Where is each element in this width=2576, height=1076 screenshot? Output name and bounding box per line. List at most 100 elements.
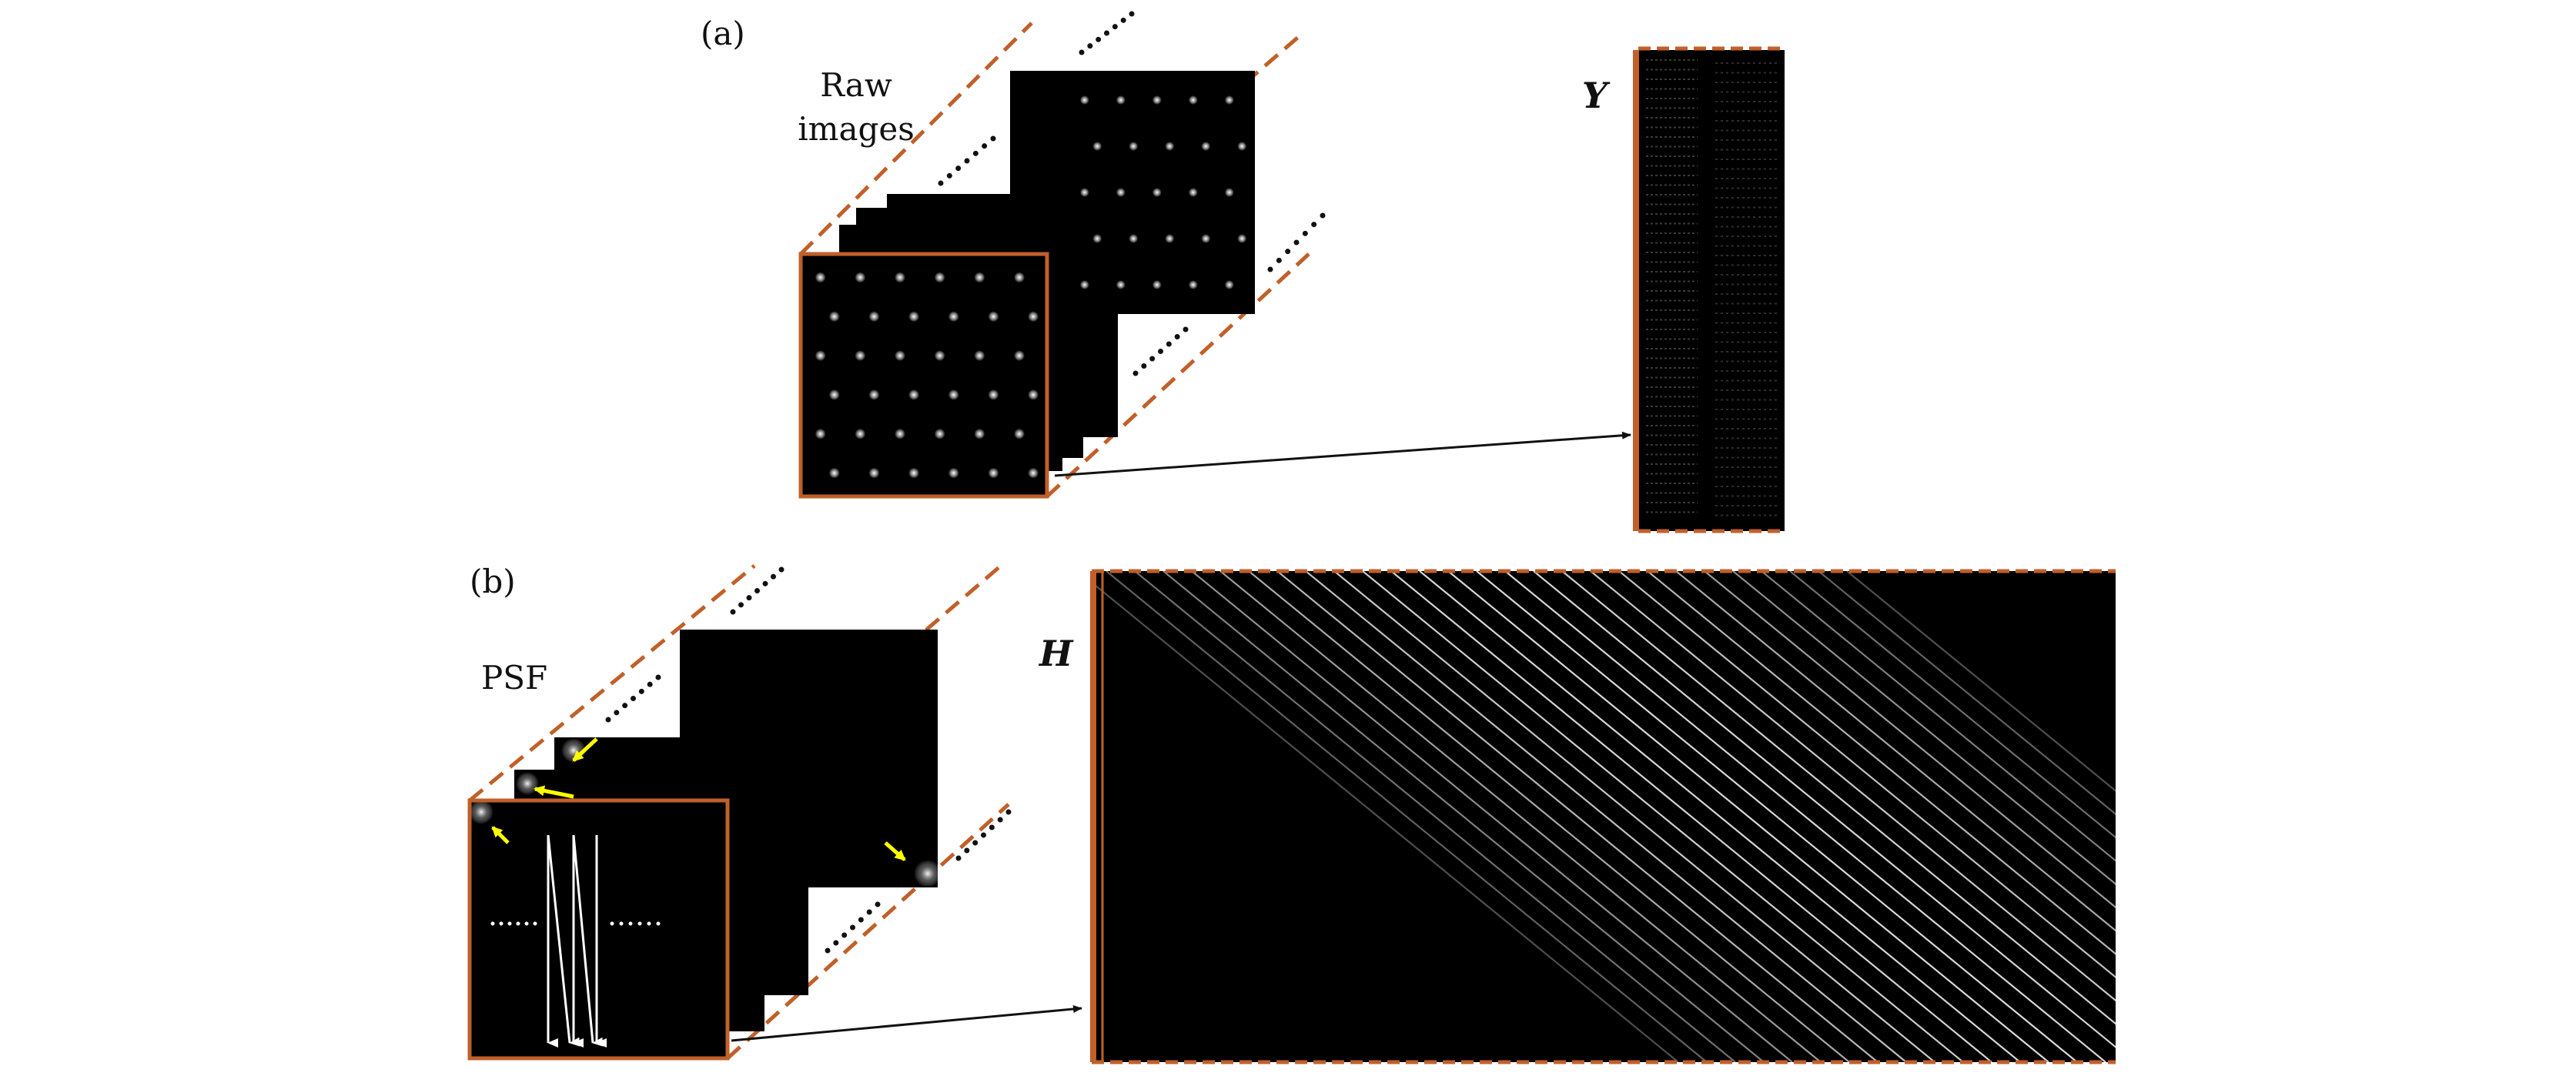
h-diagonal-stripe [1704, 571, 2116, 909]
h-diagonal-stripe [1447, 571, 2049, 1062]
ellipsis-dot [1087, 43, 1093, 49]
h-matrix [1092, 571, 2116, 1062]
raw-image-spot [1165, 142, 1175, 151]
h-diagonal-stripe [1675, 571, 2116, 932]
raw-image-spot [1116, 280, 1126, 289]
raw-image-spot [895, 272, 905, 283]
ellipsis-dot [866, 909, 872, 915]
ellipsis-dot [964, 158, 970, 164]
raw-image-back-spots [1079, 95, 1247, 289]
raw-image-spot [1014, 428, 1025, 439]
psf-caption: PSF [481, 659, 547, 697]
panel-a: (a) Raw images Y [701, 11, 1785, 533]
ellipsis-dot [1149, 356, 1156, 362]
ellipsis-dot [738, 602, 744, 608]
raw-image-spot [1224, 188, 1234, 197]
raw-image-spot [1188, 188, 1198, 197]
scan-arrows [547, 834, 607, 1048]
ellipsis-dot [946, 172, 952, 179]
h-diagonal-stripe [1789, 571, 2116, 839]
h-diagonal-stripe [1276, 571, 1878, 1062]
raw-image-spot [988, 467, 999, 479]
ellipsis-dot [1311, 222, 1317, 228]
raw-image-spot [1079, 188, 1089, 197]
raw-image-spot [934, 272, 945, 283]
ellipsis-dot [955, 855, 962, 861]
h-diagonal-stripe [1163, 571, 1765, 1062]
raw-image-spot [828, 467, 840, 479]
raw-image-spot [855, 350, 866, 362]
raw-image-spot [868, 311, 880, 322]
ellipsis-dot [614, 710, 620, 716]
h-diagonal-stripe [1333, 571, 1935, 1062]
ellipsis-dot [605, 717, 611, 723]
panel-a-tag: (a) [701, 15, 745, 52]
scan-ellipsis [490, 921, 661, 926]
raw-image-front-spots [815, 272, 1039, 479]
ellipsis-dot [972, 840, 979, 846]
ellipsis-dot [990, 135, 996, 142]
ellipsis-dot [1120, 17, 1126, 23]
raw-image-spot [1079, 280, 1089, 289]
ellipsis-dot [875, 901, 881, 907]
ellipsis-dot [858, 917, 864, 923]
h-diagonal-stripe [1732, 571, 2116, 885]
ellipsis-dot [938, 180, 944, 186]
ellipsis-dot [850, 924, 855, 931]
raw-image-spot [815, 350, 826, 362]
ellipsis-dot [637, 921, 642, 926]
raw-image-spot [934, 350, 945, 362]
raw-image-spot [948, 467, 959, 479]
raw-image-spot [988, 389, 999, 400]
raw-image-spot [974, 272, 985, 283]
ellipsis-dot [1302, 230, 1308, 236]
h-diagonal-stripe [1818, 571, 2116, 816]
h-matrix-diagonals [1092, 571, 2116, 1062]
ellipsis-dot [1096, 36, 1102, 42]
h-diagonal-stripe [1390, 571, 1992, 1062]
ellipsis-dots-b [605, 566, 1012, 954]
ellipsis-dot [1141, 363, 1147, 369]
ellipsis-dot [778, 566, 785, 573]
ellipsis-dot [1267, 266, 1273, 272]
ellipsis-dot [825, 947, 831, 954]
ellipsis-dot [1285, 249, 1291, 255]
y-matrix-texture [1646, 59, 1778, 516]
ellipsis-dot [955, 165, 962, 172]
psf-image-front [470, 800, 728, 1058]
raw-image-spot [828, 389, 840, 400]
psf-blob-back [914, 860, 942, 887]
ellipsis-dot [771, 573, 776, 580]
ellipsis-dot [1129, 11, 1135, 17]
raw-image-spot [1152, 188, 1162, 197]
ellipsis-dot [981, 832, 986, 838]
h-diagonal-stripe [1191, 571, 1793, 1062]
ellipsis-dot [754, 588, 760, 593]
yellow-arrow-1 [491, 826, 510, 844]
psf-pointer-arrows [491, 737, 906, 861]
raw-image-spot [1129, 234, 1139, 243]
raw-image-spot [1224, 280, 1234, 289]
h-diagonal-stripe [1647, 571, 2116, 955]
psf-blob-front [469, 800, 493, 824]
raw-image-spot [1092, 142, 1102, 151]
raw-image-spot [1201, 142, 1211, 151]
h-diagonal-stripe [1134, 571, 1736, 1062]
raw-image-spot [868, 389, 880, 400]
raw-image-spot [988, 311, 999, 322]
ellipsis-dot [647, 681, 653, 687]
raw-image-spot [895, 350, 905, 362]
ellipsis-dots-a [938, 11, 1326, 376]
raw-image-spot [1152, 95, 1162, 105]
h-diagonal-stripe [1618, 571, 2116, 978]
h-diagonal-stripe [1305, 571, 1907, 1062]
raw-image-spot [815, 272, 826, 283]
ellipsis-dot [1174, 334, 1180, 339]
raw-image-spot [1028, 467, 1039, 479]
panel-b: (b) PSF [467, 563, 2116, 1064]
raw-image-spot [1188, 280, 1198, 289]
h-diagonal-stripe [1590, 571, 2116, 1002]
h-diagonal-stripe [1219, 571, 1822, 1062]
ellipsis-dot [516, 921, 520, 926]
